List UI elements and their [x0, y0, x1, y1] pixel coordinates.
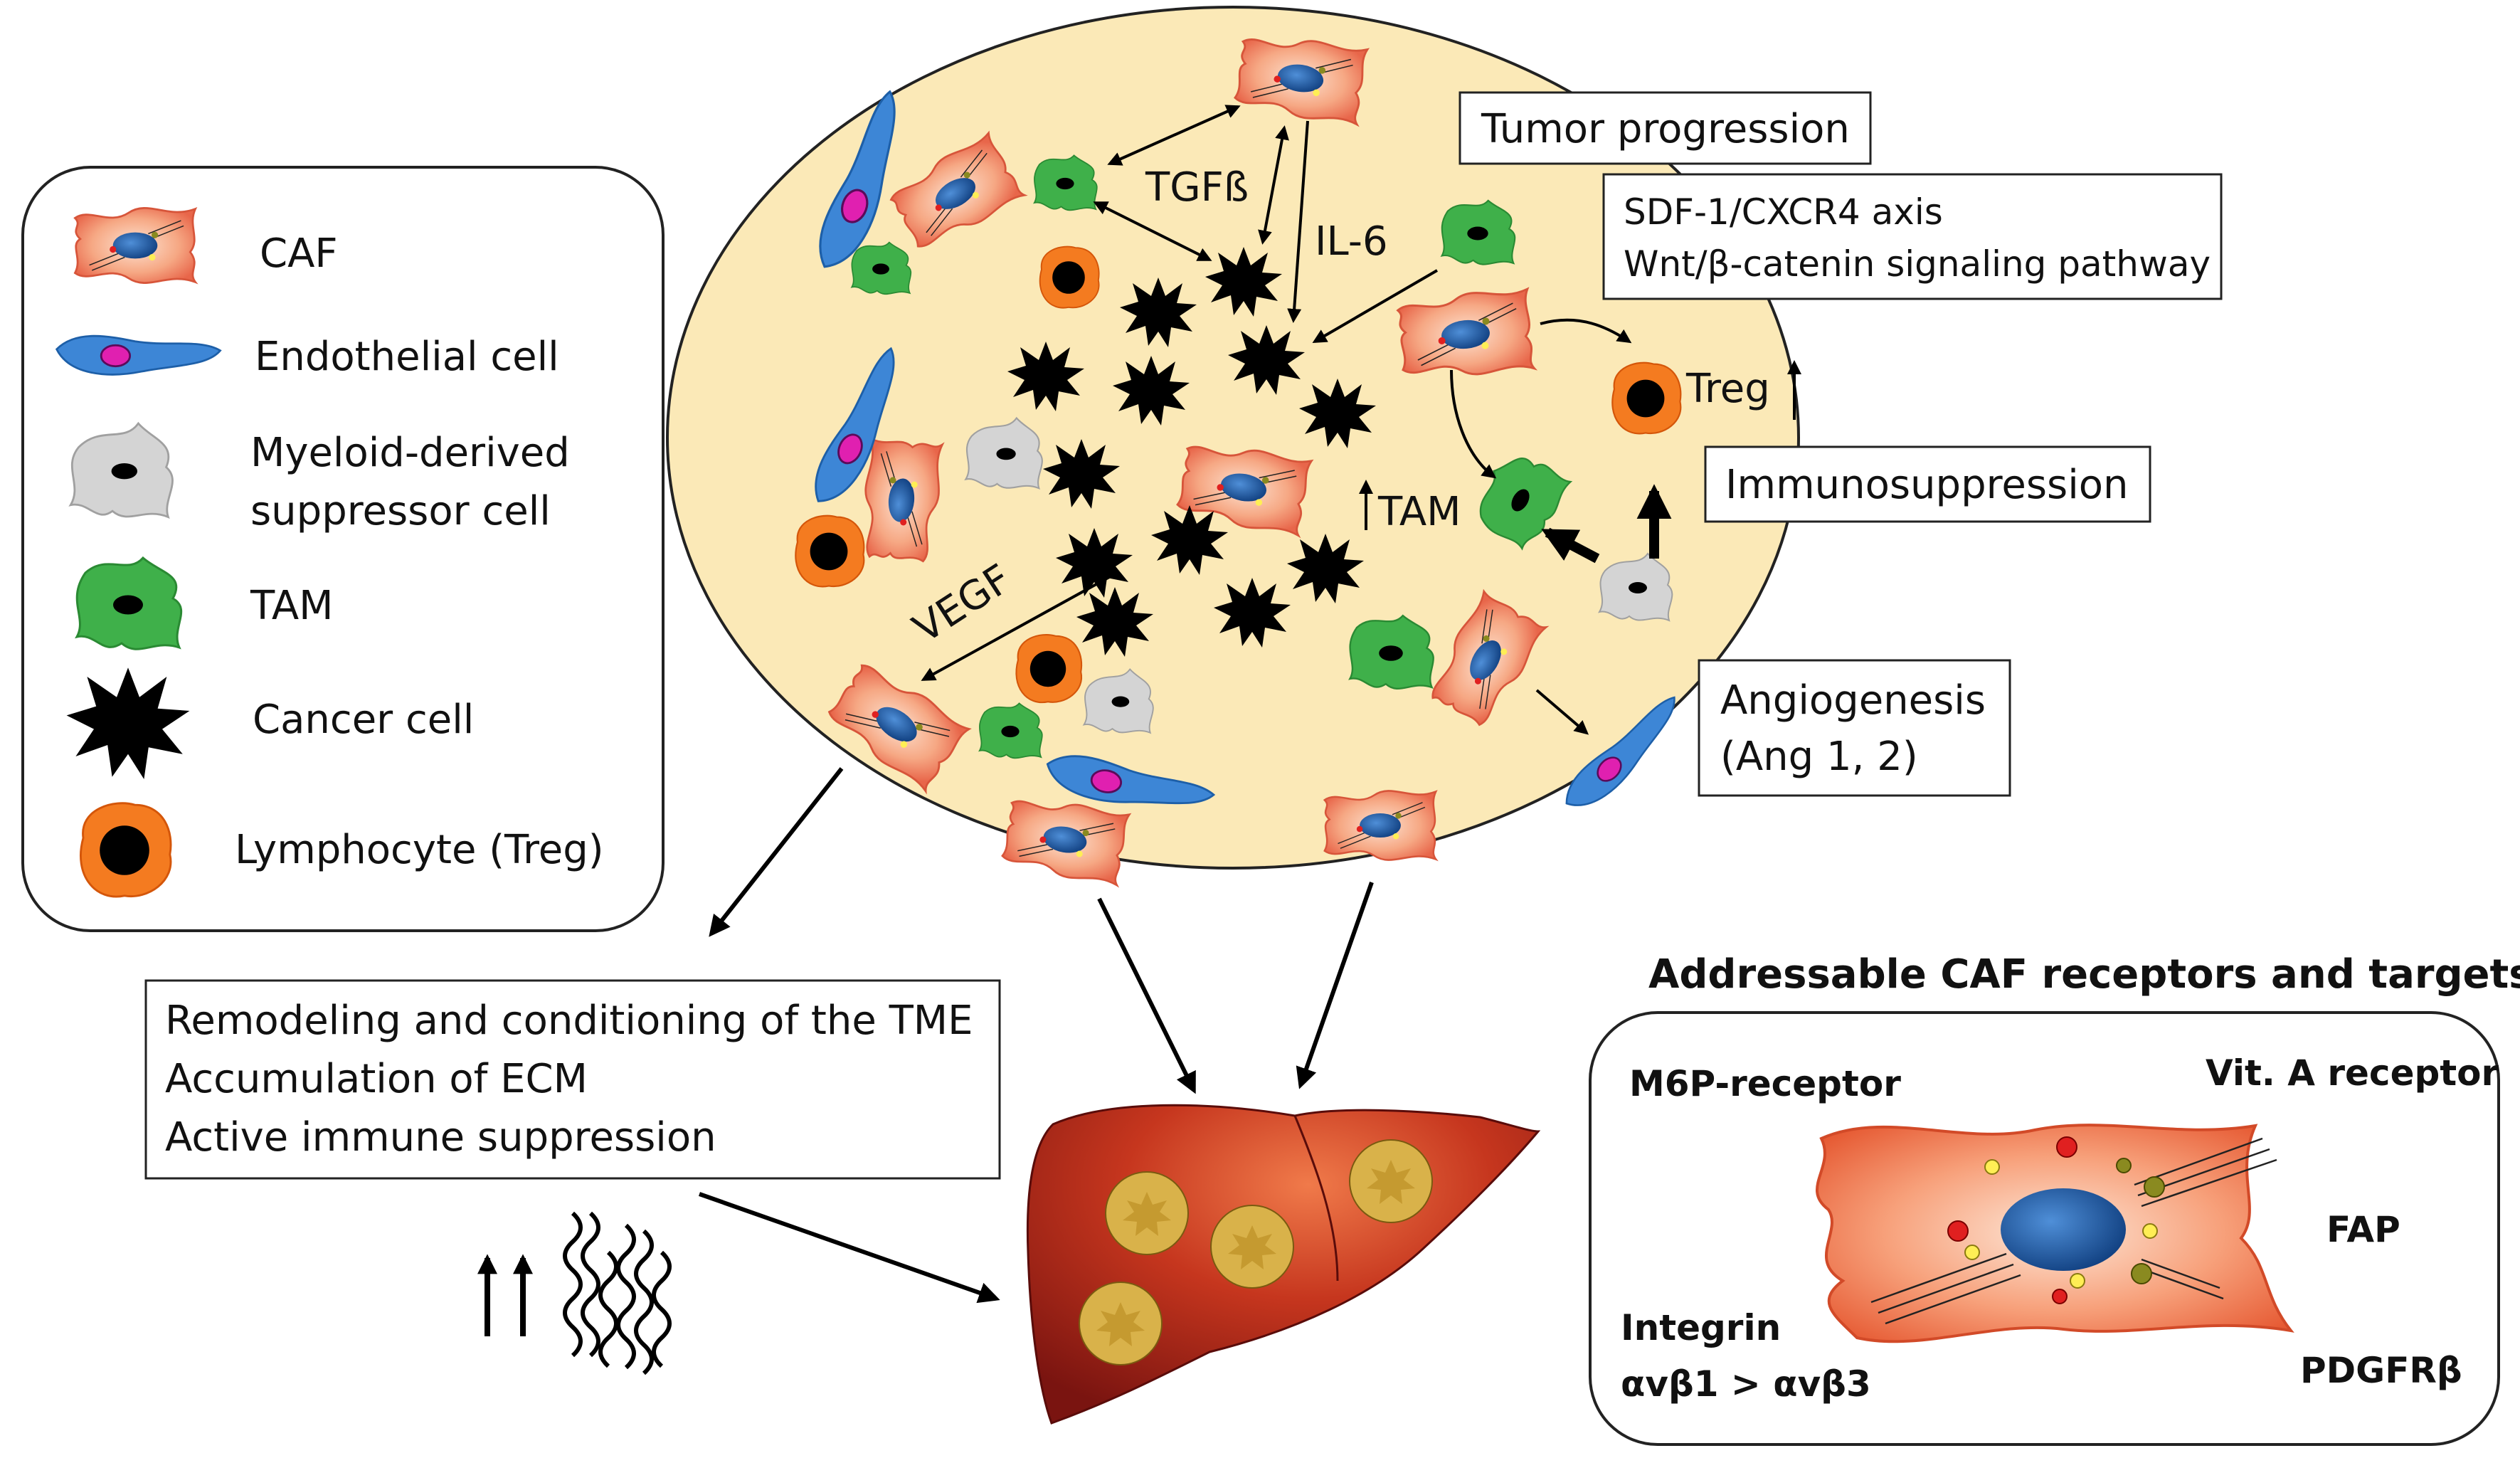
immunosuppression-box: Immunosuppression	[1704, 445, 2151, 523]
receptors-panel: M6P-receptor Vit. A receptor FAP Integri…	[1589, 1011, 2500, 1446]
ecm-increase	[477, 1211, 672, 1375]
remodeling-box: Remodeling and conditioning of the TME A…	[144, 979, 1001, 1180]
vita-receptor-label: Vit. A receptor	[2206, 1052, 2499, 1094]
fap-label: FAP	[2326, 1209, 2400, 1250]
receptors-title: Addressable CAF receptors and targets	[1648, 951, 2520, 998]
legend-endothelial: Endothelial cell	[255, 334, 559, 380]
tam-label: TAM	[1377, 489, 1461, 535]
pathways-box: SDF-1/CXCR4 axis Wnt/β-catenin signaling…	[1602, 173, 2223, 300]
tgfb-label: TGFß	[1145, 164, 1249, 211]
legend-tam: TAM	[250, 583, 333, 629]
tumor-progression-box: Tumor progression	[1458, 91, 1872, 165]
lymphocyte-icon	[79, 802, 172, 898]
outcome-arrows	[699, 767, 1374, 1304]
svg-text:Active immune suppression: Active immune suppression	[165, 1114, 716, 1161]
legend-lymphocyte: Lymphocyte (Treg)	[235, 827, 604, 873]
pdgfrb-label: PDGFRβ	[2300, 1350, 2462, 1391]
svg-text:Accumulation of ECM: Accumulation of ECM	[165, 1056, 588, 1102]
caf-icon	[73, 207, 197, 284]
svg-text:Remodeling and conditioning of: Remodeling and conditioning of the TME	[165, 998, 973, 1044]
legend-caf: CAF	[260, 231, 338, 277]
angiogenesis-box: Angiogenesis (Ang 1, 2)	[1698, 659, 2011, 797]
legend-mdsc-line2: suppressor cell	[250, 488, 551, 534]
svg-text:(Ang 1, 2): (Ang 1, 2)	[1720, 734, 1918, 780]
tam-icon	[75, 556, 183, 650]
il6-label: IL-6	[1315, 218, 1388, 265]
legend: CAF Endothelial cell Myeloid-derived sup…	[21, 166, 665, 932]
svg-text:SDF-1/CXCR4 axis: SDF-1/CXCR4 axis	[1624, 191, 1943, 233]
m6p-receptor-label: M6P-receptor	[1629, 1063, 1901, 1104]
legend-mdsc-line1: Myeloid-derived	[250, 430, 570, 476]
svg-text:Wnt/β-catenin signaling pathwa: Wnt/β-catenin signaling pathway	[1624, 243, 2211, 285]
treg-label: Treg	[1685, 366, 1770, 412]
signaling-arrows	[921, 105, 1672, 735]
liver-with-metastases	[1026, 1104, 1541, 1425]
integrin-subtype-label: αvβ1 > αvβ3	[1621, 1363, 1871, 1405]
legend-cancer: Cancer cell	[253, 697, 474, 743]
svg-text:Angiogenesis: Angiogenesis	[1720, 677, 1986, 724]
svg-text:Immunosuppression: Immunosuppression	[1725, 462, 2129, 508]
big-caf-icon	[1815, 1124, 2294, 1343]
integrin-label: Integrin	[1621, 1307, 1781, 1348]
svg-text:Tumor progression: Tumor progression	[1481, 106, 1850, 152]
